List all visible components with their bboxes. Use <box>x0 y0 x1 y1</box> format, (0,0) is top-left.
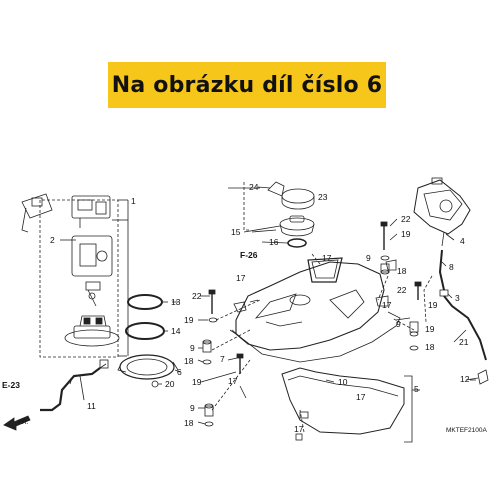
o-ring-14 <box>125 322 165 340</box>
label-9c: 9 <box>366 253 371 263</box>
ref-e23: E-23 <box>2 380 20 390</box>
title-banner: Na obrázku díl číslo 6 <box>108 62 386 108</box>
tank-rubber-10 <box>281 367 405 435</box>
mount-hardware <box>202 221 422 441</box>
label-17b: 17 <box>236 273 246 283</box>
label-2: 2 <box>50 235 55 245</box>
fuel-pump-group <box>21 193 128 358</box>
label-17a: 17 <box>322 253 332 263</box>
label-22b: 22 <box>401 214 411 224</box>
label-24: 24 <box>249 182 259 192</box>
setting-plate-6 <box>117 354 181 380</box>
o-ring-13 <box>127 294 163 310</box>
label-19d: 19 <box>428 300 438 310</box>
diagram-code: MKTEF2100A <box>446 427 487 434</box>
label-17d: 17 <box>356 392 366 402</box>
label-12: 12 <box>460 374 470 384</box>
label-18d: 18 <box>425 342 435 352</box>
label-9d: 9 <box>396 319 401 329</box>
label-17e: 17 <box>294 424 304 434</box>
label-10: 10 <box>338 377 348 387</box>
label-21: 21 <box>459 337 469 347</box>
fuel-tank <box>229 257 411 363</box>
label-8: 8 <box>449 262 454 272</box>
label-9a: 9 <box>190 343 195 353</box>
label-1: 1 <box>131 196 136 206</box>
label-22c: 22 <box>397 285 407 295</box>
label-4: 4 <box>460 236 465 246</box>
fuel-cap-group <box>243 181 315 248</box>
label-18c: 18 <box>397 266 407 276</box>
label-14: 14 <box>171 326 181 336</box>
bolt-20 <box>151 380 159 388</box>
label-18b: 18 <box>184 418 194 428</box>
label-19c: 19 <box>401 229 411 239</box>
label-9b: 9 <box>190 403 195 413</box>
label-11: 11 <box>87 401 96 411</box>
label-16: 16 <box>269 237 279 247</box>
label-22a: 22 <box>192 291 202 301</box>
label-3: 3 <box>455 293 460 303</box>
label-17f: 17 <box>228 376 238 386</box>
label-20: 20 <box>165 379 175 389</box>
breather-canister <box>413 177 489 385</box>
label-19e: 19 <box>425 324 435 334</box>
label-23: 23 <box>318 192 328 202</box>
label-18a: 18 <box>184 356 194 366</box>
ref-f26: F-26 <box>240 250 258 260</box>
label-5: 5 <box>414 384 419 394</box>
direction-arrow <box>3 415 31 431</box>
label-6: 6 <box>177 367 182 377</box>
label-17c: 17 <box>382 300 392 310</box>
label-15: 15 <box>231 227 241 237</box>
label-19b: 19 <box>192 377 202 387</box>
direction-label: FR. <box>18 419 29 426</box>
part-labels: 1 2 3 4 5 6 7 8 9 9 9 9 10 11 12 13 14 1… <box>2 182 487 434</box>
label-19a: 19 <box>184 315 194 325</box>
banner-text: Na obrázku díl číslo 6 <box>111 72 383 98</box>
fuel-hose-11 <box>40 359 109 412</box>
label-7: 7 <box>220 354 225 364</box>
